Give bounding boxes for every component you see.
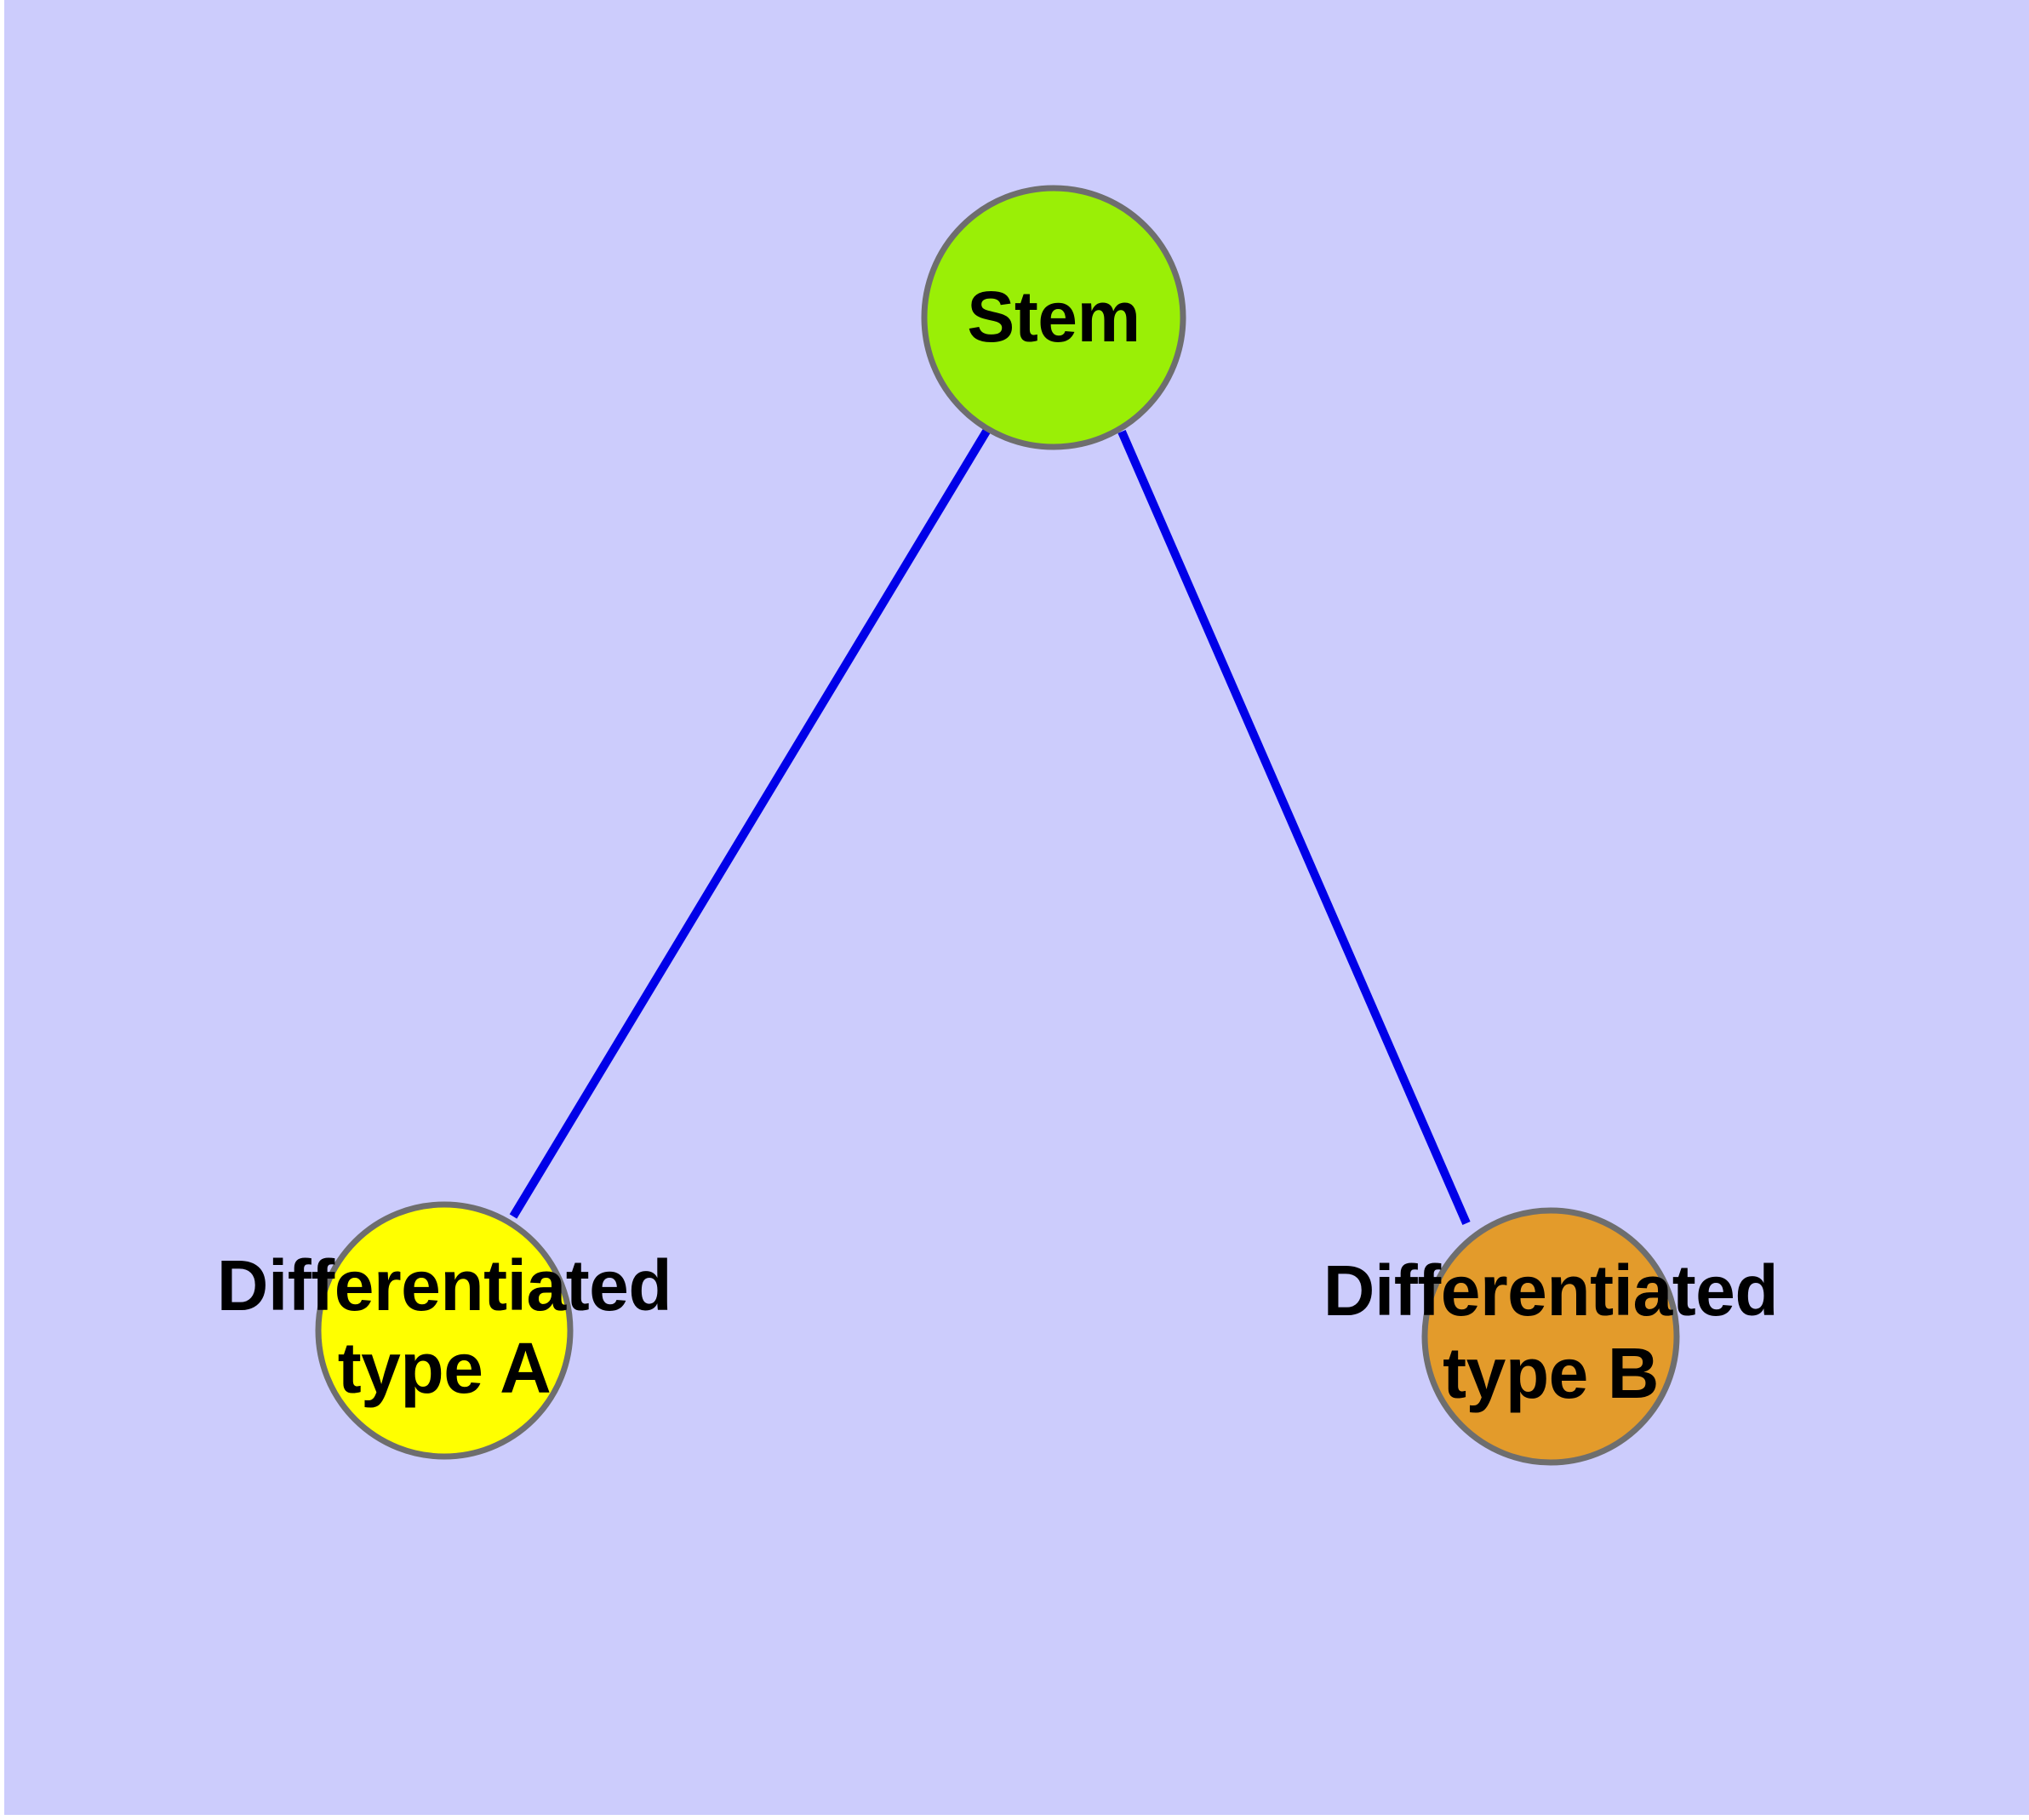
node-diff-a-circle[interactable] [315, 1201, 574, 1460]
edge-stem-to-diff-b[interactable] [1117, 430, 1471, 1225]
edge-stem-to-diff-a[interactable] [509, 427, 992, 1219]
node-stem-circle[interactable] [921, 185, 1186, 450]
node-layer [315, 185, 1680, 1466]
node-diff-b-circle[interactable] [1421, 1207, 1680, 1466]
edge-layer [509, 427, 1471, 1225]
